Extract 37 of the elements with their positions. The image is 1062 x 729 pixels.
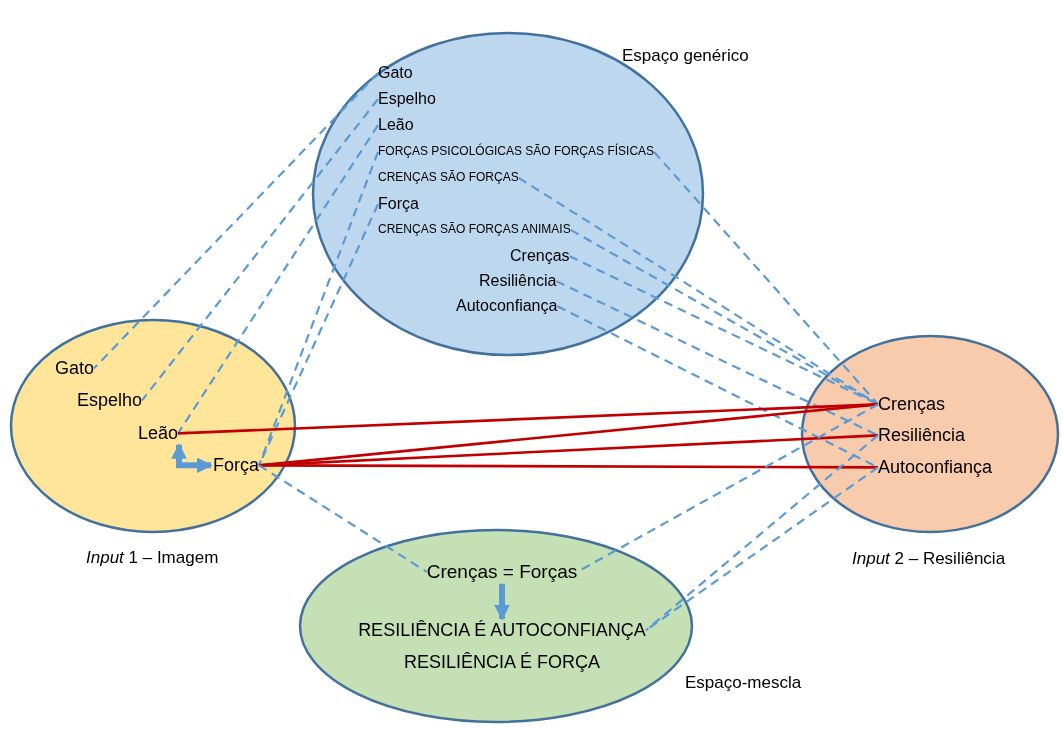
dashed-connector — [177, 124, 379, 434]
dashed-connector — [141, 98, 379, 401]
concept-label: Resiliência — [878, 425, 966, 446]
dashed-connector — [653, 151, 879, 406]
concept-label: Crenças — [878, 394, 946, 415]
block-arrow — [171, 443, 213, 474]
dashed-connector — [258, 151, 380, 466]
concept-label: FORÇAS PSICOLÓGICAS SÃO FORÇAS FÍSICAS — [378, 145, 655, 159]
concept-label: CRENÇAS SÃO FORÇAS ANIMAIS — [378, 223, 571, 237]
concept-label: Gato — [378, 64, 413, 83]
concept-label: Força — [378, 195, 419, 214]
concept-label: Resiliência — [479, 272, 557, 291]
concept-label: RESILIÊNCIA É AUTOCONFIANÇA — [358, 620, 646, 641]
dashed-connector — [645, 434, 879, 632]
concept-label: RESILIÊNCIA É FORÇA — [403, 652, 601, 673]
concept-label: Leão — [138, 423, 179, 444]
connector-line — [259, 464, 878, 469]
dashed-connector — [570, 228, 879, 406]
space-title: Input 1 – Imagem — [86, 548, 219, 568]
concept-label: Espelho — [378, 90, 436, 109]
concept-label: Crenças — [510, 247, 570, 266]
block-arrow — [494, 583, 510, 621]
concept-label: Autoconfiança — [878, 457, 993, 478]
space-title: Input 2 – Resiliência — [852, 549, 1006, 569]
dashed-connector — [555, 280, 879, 437]
concept-label: Força — [213, 455, 259, 476]
concept-label: Leão — [378, 116, 414, 135]
space-title: Espaço genérico — [622, 46, 749, 66]
concept-label: Crenças = Forças — [426, 561, 578, 583]
concept-label: CRENÇAS SÃO FORÇAS — [378, 171, 519, 185]
space-title: Espaço-mescla — [685, 673, 802, 693]
dashed-connector — [258, 464, 428, 573]
dashed-connector — [93, 72, 379, 370]
concept-label: Gato — [55, 358, 95, 379]
concept-label: Autoconfiança — [456, 297, 558, 316]
dashed-connector — [258, 203, 379, 466]
concept-label: Espelho — [77, 390, 143, 411]
